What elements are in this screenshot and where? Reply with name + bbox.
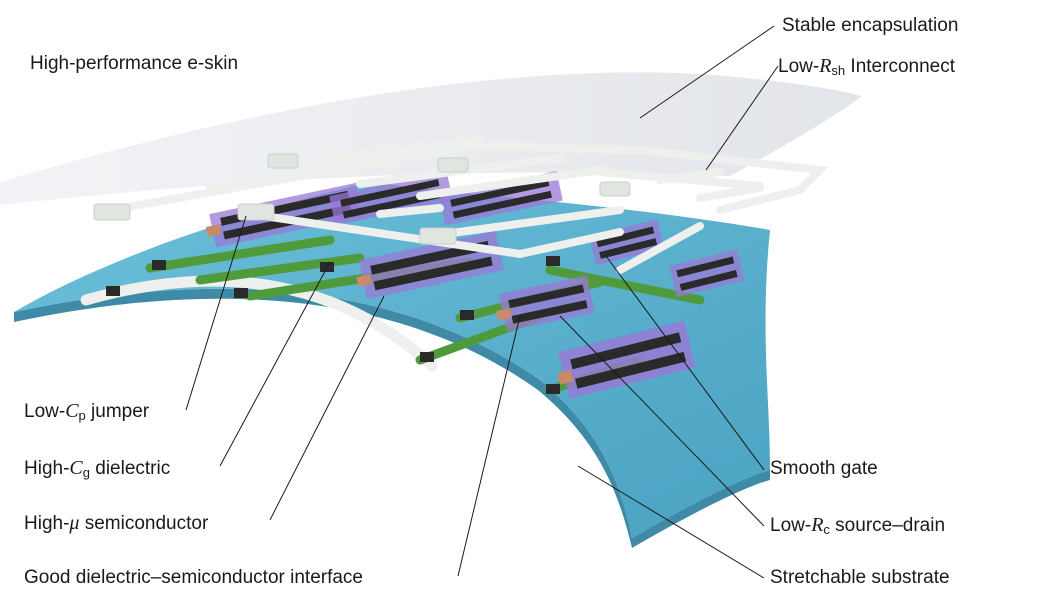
label-jumper-symbol: C <box>65 400 79 422</box>
encapsulation-layer <box>0 72 862 205</box>
label-dielectric-symbol: C <box>69 457 83 479</box>
interconnect-jumpers <box>93 153 631 245</box>
label-semiconductor-symbol: μ <box>69 512 80 534</box>
label-source-drain: Low-Rc source–drain <box>770 514 945 537</box>
label-source-drain-symbol: R <box>811 514 824 536</box>
label-source-drain-prefix: Low- <box>770 515 812 536</box>
label-dielectric: High-Cg dielectric <box>24 457 170 480</box>
label-dielectric-sub: g <box>82 465 90 480</box>
label-semiconductor-suffix: semiconductor <box>79 513 209 534</box>
interconnect-network <box>96 136 829 274</box>
label-stretchable-substrate: Stretchable substrate <box>770 567 950 588</box>
label-interconnect-symbol: R <box>819 55 832 77</box>
label-jumper-prefix: Low- <box>24 401 66 422</box>
label-smooth-gate: Smooth gate <box>770 458 878 479</box>
label-source-drain-sub: c <box>823 522 830 537</box>
label-stable-encapsulation: Stable encapsulation <box>782 15 959 36</box>
label-interconnect-sub: sh <box>831 63 846 78</box>
label-dielectric-suffix: dielectric <box>89 458 171 479</box>
substrate-rail <box>80 275 438 372</box>
label-interconnect: Low-Rsh Interconnect <box>778 55 955 78</box>
leader-lines <box>185 25 779 579</box>
label-semiconductor: High-μ semiconductor <box>24 512 208 535</box>
label-dielectric-prefix: High- <box>24 458 70 479</box>
label-interconnect-suffix: Interconnect <box>845 56 955 77</box>
diagram-title: High-performance e-skin <box>30 53 239 74</box>
label-jumper-sub: p <box>78 408 86 423</box>
transistor-stacks <box>205 171 745 399</box>
label-source-drain-suffix: source–drain <box>829 515 946 536</box>
label-semiconductor-prefix: High- <box>24 513 70 534</box>
label-interface: Good dielectric–semiconductor interface <box>24 567 364 588</box>
label-jumper-suffix: jumper <box>85 401 150 422</box>
substrate-layer <box>14 182 770 538</box>
label-interconnect-prefix: Low- <box>778 56 820 77</box>
label-jumper: Low-Cp jumper <box>24 400 149 423</box>
